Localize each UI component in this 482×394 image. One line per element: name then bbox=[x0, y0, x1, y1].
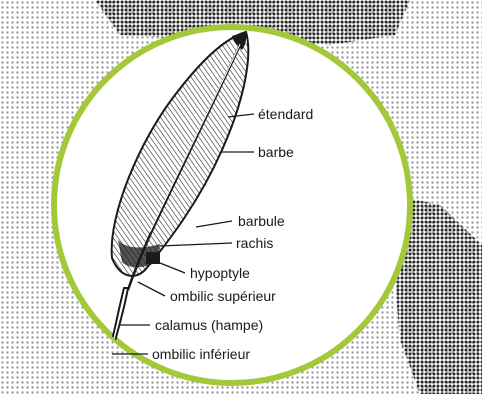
label-etendard: étendard bbox=[258, 106, 313, 122]
label-calamus: calamus (hampe) bbox=[155, 317, 263, 333]
feather-barbs-block bbox=[146, 252, 160, 264]
label-ombilic-inferieur: ombilic inférieur bbox=[152, 346, 250, 362]
label-barbule: barbule bbox=[238, 213, 285, 229]
label-ombilic-superieur: ombilic supérieur bbox=[170, 288, 276, 304]
label-hypoptyle: hypoptyle bbox=[190, 265, 250, 281]
label-barbe: barbe bbox=[258, 144, 294, 160]
label-rachis: rachis bbox=[236, 235, 273, 251]
